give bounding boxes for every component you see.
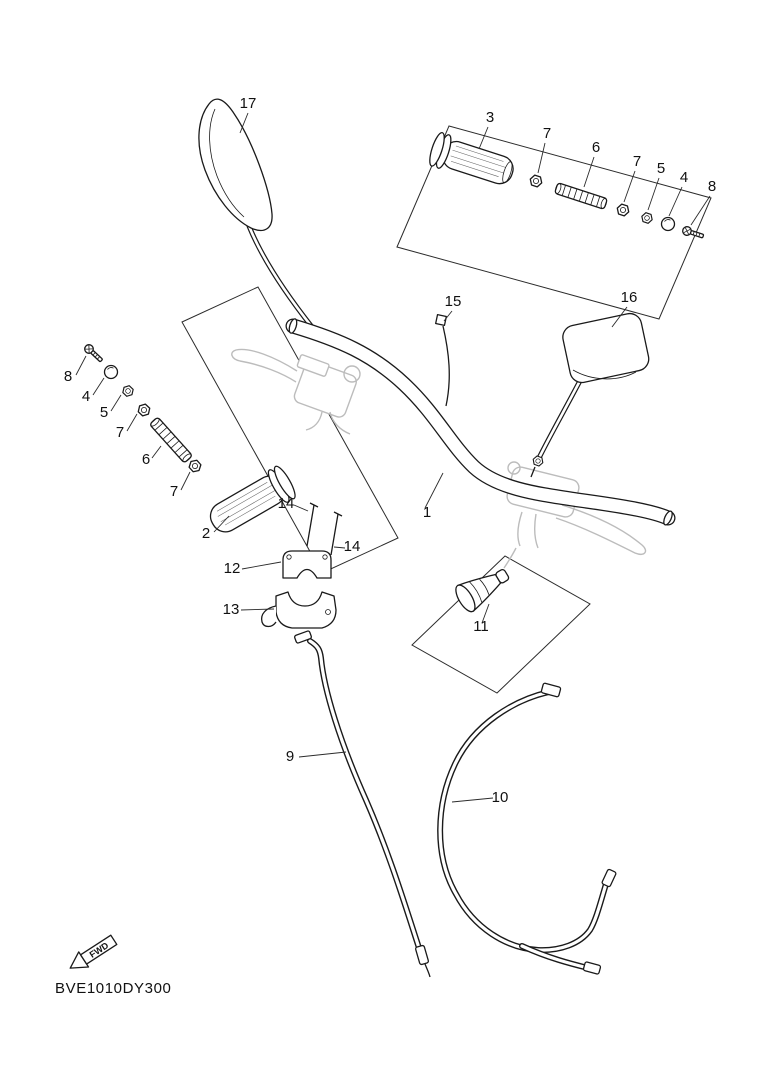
- callout-17: 17: [240, 95, 257, 112]
- bar-end-cap-right: [660, 216, 676, 232]
- bar-end-rod-right: [553, 181, 609, 211]
- callout-16: 16: [621, 289, 638, 306]
- cable-end-lower: [415, 944, 429, 966]
- clutch-lever-assembly-ghost: [503, 461, 647, 569]
- bar-end-rod-left: [148, 416, 194, 464]
- leader-line: [424, 472, 444, 509]
- callout-15: 15: [445, 293, 462, 310]
- cable-cap: [540, 682, 562, 698]
- callout-7d: 7: [170, 483, 178, 500]
- mirror-left-body: [198, 98, 273, 232]
- cable-end-upper: [294, 630, 312, 644]
- leader-line: [668, 186, 683, 217]
- clamp-lower: [260, 591, 337, 629]
- leader-line: [478, 126, 489, 150]
- callout-8b: 8: [64, 368, 72, 385]
- leader-line: [241, 561, 282, 570]
- nut-left-inner: [186, 457, 204, 475]
- fwd-marker: FWD: [69, 934, 118, 969]
- callout-6b: 6: [142, 451, 150, 468]
- leader-line: [647, 177, 660, 211]
- mirror-right: [530, 312, 650, 478]
- cable-boot: [455, 568, 510, 613]
- mirror-right-nut: [531, 454, 545, 468]
- bar-end-screw-left: [82, 342, 106, 365]
- grip-left: [209, 465, 296, 533]
- callout-5b: 5: [100, 404, 108, 421]
- callout-4b: 4: [82, 388, 90, 405]
- callout-7b: 7: [633, 153, 641, 170]
- clamp-upper: [282, 550, 332, 579]
- leader-line: [690, 195, 711, 226]
- cable-end-a: [601, 868, 617, 888]
- nut-left-outer: [135, 401, 153, 419]
- leader-line: [213, 515, 230, 533]
- leader-line: [298, 751, 347, 758]
- callout-14b: 14: [344, 538, 361, 555]
- callout-2: 2: [202, 525, 210, 542]
- callout-12: 12: [224, 560, 241, 577]
- clamp-screw-a: [306, 504, 315, 547]
- callout-3: 3: [486, 109, 494, 126]
- callout-4a: 4: [680, 169, 688, 186]
- clamp-screw-b: [330, 513, 339, 556]
- leader-line: [126, 413, 138, 432]
- leader-line: [481, 603, 490, 624]
- mirror-right-body: [562, 312, 650, 384]
- handlebar: [285, 318, 676, 526]
- leader-line: [623, 170, 636, 203]
- leader-line: [443, 310, 453, 322]
- leader-line: [75, 355, 87, 376]
- leader-line: [293, 504, 309, 512]
- callout-labels: 17 3 7 6 7 5 4 8 15 16 8 4 5 7 6 7 2 14 …: [64, 95, 716, 806]
- bar-end-screw-right: [680, 224, 706, 241]
- washer-right: [639, 211, 655, 225]
- handlebar-right-end: [663, 510, 673, 526]
- grip-right: [429, 131, 514, 185]
- callout-6a: 6: [592, 139, 600, 156]
- leader-line: [110, 394, 122, 412]
- leader-line: [151, 445, 162, 459]
- part-code: BVE1010DY300: [55, 980, 171, 997]
- callout-14a: 14: [278, 495, 295, 512]
- brake-lever-assembly-ghost: [231, 348, 361, 435]
- mirror-left: [198, 98, 322, 337]
- leader-line: [451, 797, 494, 803]
- nut-right-inner: [615, 202, 631, 218]
- leader-line: [180, 471, 191, 491]
- cable-end-b: [582, 961, 602, 975]
- callout-13: 13: [223, 601, 240, 618]
- leader-lines: [75, 112, 711, 803]
- callout-10: 10: [492, 789, 509, 806]
- washer-left: [120, 383, 136, 399]
- callout-8a: 8: [708, 178, 716, 195]
- callout-5a: 5: [657, 160, 665, 177]
- callout-7a: 7: [543, 125, 551, 142]
- leader-line: [611, 306, 628, 328]
- leader-line: [333, 546, 346, 549]
- callout-7c: 7: [116, 424, 124, 441]
- throttle-cable: [437, 682, 617, 975]
- handlebar-left-end: [288, 318, 298, 334]
- callout-9: 9: [286, 748, 294, 765]
- callout-1: 1: [423, 504, 431, 521]
- clutch-cable: [294, 630, 431, 978]
- cable-tie: [435, 314, 450, 407]
- callout-11: 11: [473, 618, 489, 635]
- leader-line: [239, 112, 249, 134]
- leader-line: [92, 377, 105, 396]
- bar-end-cap-left: [103, 364, 119, 380]
- clamp-screws: [306, 502, 343, 556]
- nut-right-outer: [528, 173, 544, 189]
- leader-line: [240, 608, 275, 611]
- leader-line: [537, 142, 546, 174]
- leader-line: [583, 156, 595, 188]
